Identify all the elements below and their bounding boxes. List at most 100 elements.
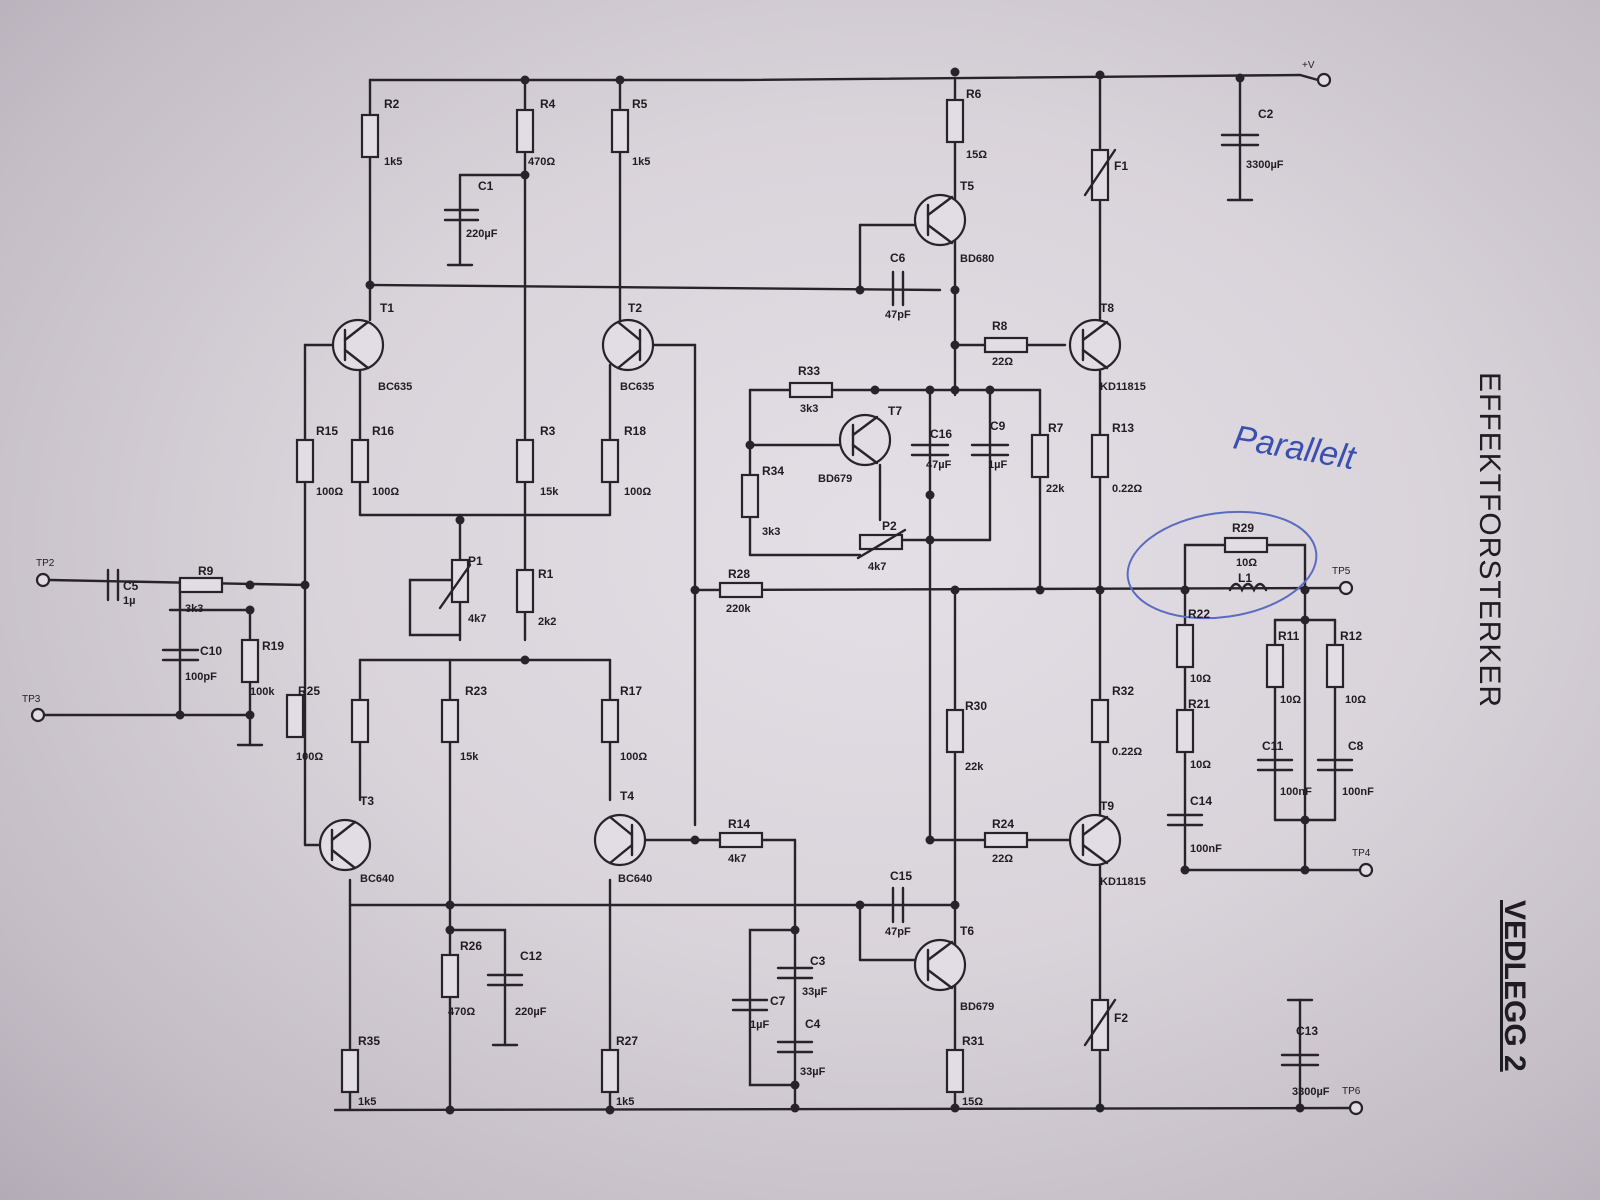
resistor-ref: R32 bbox=[1112, 684, 1134, 698]
transistor-ref: T5 bbox=[960, 179, 974, 193]
transistor-ref: T1 bbox=[380, 301, 394, 315]
capacitor-ref: C2 bbox=[1258, 107, 1274, 121]
capacitor-value: 220µF bbox=[466, 228, 498, 240]
capacitor-labels: C1 220µF C2 3300µF C6 47pF C5 1µ C10 100… bbox=[123, 107, 1374, 1098]
transistor-type: BD679 bbox=[818, 473, 852, 485]
inductor-l1 bbox=[1228, 582, 1268, 593]
resistor-ref: R3 bbox=[540, 424, 556, 438]
resistor-bodies bbox=[178, 98, 1345, 1094]
capacitor-ref: C11 bbox=[1262, 739, 1284, 753]
resistor-ref: R30 bbox=[965, 699, 987, 713]
resistor-ref: R19 bbox=[262, 639, 284, 653]
resistor-value: 1k5 bbox=[384, 156, 402, 168]
capacitor-ref: C7 bbox=[770, 994, 786, 1008]
resistor-ref: R6 bbox=[966, 87, 982, 101]
pot-ref: P1 bbox=[468, 554, 483, 568]
transistor-type: BD679 bbox=[960, 1001, 994, 1013]
resistor-ref: R16 bbox=[372, 424, 394, 438]
inductor-ref: L1 bbox=[1238, 571, 1252, 585]
pot-value: 4k7 bbox=[468, 613, 486, 625]
resistor-value: 220k bbox=[726, 603, 751, 615]
transistor-ref: T7 bbox=[888, 404, 902, 418]
capacitor-value: 1µ bbox=[123, 595, 135, 607]
resistor-ref: R9 bbox=[198, 564, 214, 578]
resistor-value: 100Ω bbox=[296, 751, 323, 763]
resistor-value: 470Ω bbox=[528, 156, 555, 168]
fuse-ref: F1 bbox=[1114, 159, 1128, 173]
resistor-value: 22k bbox=[1046, 483, 1065, 495]
pot-value: 4k7 bbox=[868, 561, 886, 573]
resistor-ref: R2 bbox=[384, 97, 400, 111]
capacitor-ref: C10 bbox=[200, 644, 222, 658]
resistor-ref: R8 bbox=[992, 319, 1008, 333]
resistor-value: 100Ω bbox=[624, 486, 651, 498]
resistor-value: 22k bbox=[965, 761, 984, 773]
negative-rail bbox=[333, 1106, 1352, 1112]
capacitor-value: 33µF bbox=[800, 1066, 826, 1078]
capacitor-value: 100nF bbox=[1190, 843, 1222, 855]
transistor-ref: T2 bbox=[628, 301, 642, 315]
resistor-ref: R34 bbox=[762, 464, 784, 478]
capacitor-value: 3300µF bbox=[1292, 1086, 1330, 1098]
capacitor-ref: C6 bbox=[890, 251, 906, 265]
capacitor-plates bbox=[106, 133, 1354, 1067]
tp-label: TP2 bbox=[36, 558, 55, 569]
test-point-rings bbox=[30, 72, 1374, 1116]
transistor-type: BC635 bbox=[620, 381, 654, 393]
resistor-value: 15Ω bbox=[966, 149, 987, 161]
transistor-ref: T4 bbox=[620, 789, 634, 803]
resistor-ref: R13 bbox=[1112, 421, 1134, 435]
resistor-ref: R29 bbox=[1232, 521, 1254, 535]
resistor-ref: R35 bbox=[358, 1034, 380, 1048]
capacitor-ref: C13 bbox=[1296, 1024, 1318, 1038]
appendix-label: VEDLEGG 2 bbox=[1498, 900, 1531, 1072]
resistor-value: 100Ω bbox=[620, 751, 647, 763]
resistor-value: 2k2 bbox=[538, 616, 556, 628]
capacitor-ref: C3 bbox=[810, 954, 826, 968]
resistor-value: 0.22Ω bbox=[1112, 746, 1142, 758]
resistor-value: 15k bbox=[540, 486, 559, 498]
resistor-ref: R18 bbox=[624, 424, 646, 438]
transistor-labels: T1 BC635 T2 BC635 T3 BC640 T4 BC640 T5 B… bbox=[360, 179, 1146, 1013]
transistor-symbols bbox=[318, 193, 1122, 992]
capacitor-value: 33µF bbox=[802, 986, 828, 998]
capacitor-ref: C9 bbox=[990, 419, 1006, 433]
capacitor-value: 47µF bbox=[926, 459, 952, 471]
resistor-ref: R4 bbox=[540, 97, 556, 111]
resistor-value: 10Ω bbox=[1280, 694, 1301, 706]
resistor-value: 15Ω bbox=[962, 1096, 983, 1108]
positive-rail bbox=[368, 73, 1320, 82]
capacitor-value: 1µF bbox=[750, 1019, 769, 1031]
resistor-value: 0.22Ω bbox=[1112, 483, 1142, 495]
capacitor-value: 47pF bbox=[885, 309, 911, 321]
resistor-ref: R21 bbox=[1188, 697, 1210, 711]
capacitor-ref: C16 bbox=[930, 427, 952, 441]
test-point-labels: TP2 TP3 TP5 TP4 TP6 +V bbox=[22, 60, 1371, 1097]
resistor-value: 10Ω bbox=[1190, 673, 1211, 685]
handwritten-note: Parallelt bbox=[1231, 418, 1360, 477]
capacitor-value: 100nF bbox=[1342, 786, 1374, 798]
resistor-ref: R31 bbox=[962, 1034, 984, 1048]
ground-symbols bbox=[236, 198, 1314, 1047]
resistor-value: 10Ω bbox=[1345, 694, 1366, 706]
resistor-ref: R14 bbox=[728, 817, 750, 831]
resistor-labels: R2 1k5 R4 470Ω R5 1k5 R6 15Ω R16 100Ω R1… bbox=[185, 87, 1366, 1108]
transistor-type: BC635 bbox=[378, 381, 412, 393]
resistor-ref: R25 bbox=[298, 684, 320, 698]
tp-label: TP5 bbox=[1332, 566, 1351, 577]
transistor-ref: T8 bbox=[1100, 301, 1114, 315]
tp-label: TP6 bbox=[1342, 1086, 1361, 1097]
capacitor-ref: C14 bbox=[1190, 794, 1212, 808]
transistor-ref: T9 bbox=[1100, 799, 1114, 813]
junctions bbox=[175, 67, 1310, 1115]
resistor-value: 22Ω bbox=[992, 356, 1013, 368]
fuse-ref: F2 bbox=[1114, 1011, 1128, 1025]
resistor-ref: R24 bbox=[992, 817, 1014, 831]
transistor-type: BD680 bbox=[960, 253, 994, 265]
resistor-value: 10Ω bbox=[1190, 759, 1211, 771]
resistor-value: 15k bbox=[460, 751, 479, 763]
other-component-labels: P1 4k7 P2 4k7 L1 F1 F2 bbox=[468, 159, 1252, 1025]
wires bbox=[43, 73, 1362, 1112]
